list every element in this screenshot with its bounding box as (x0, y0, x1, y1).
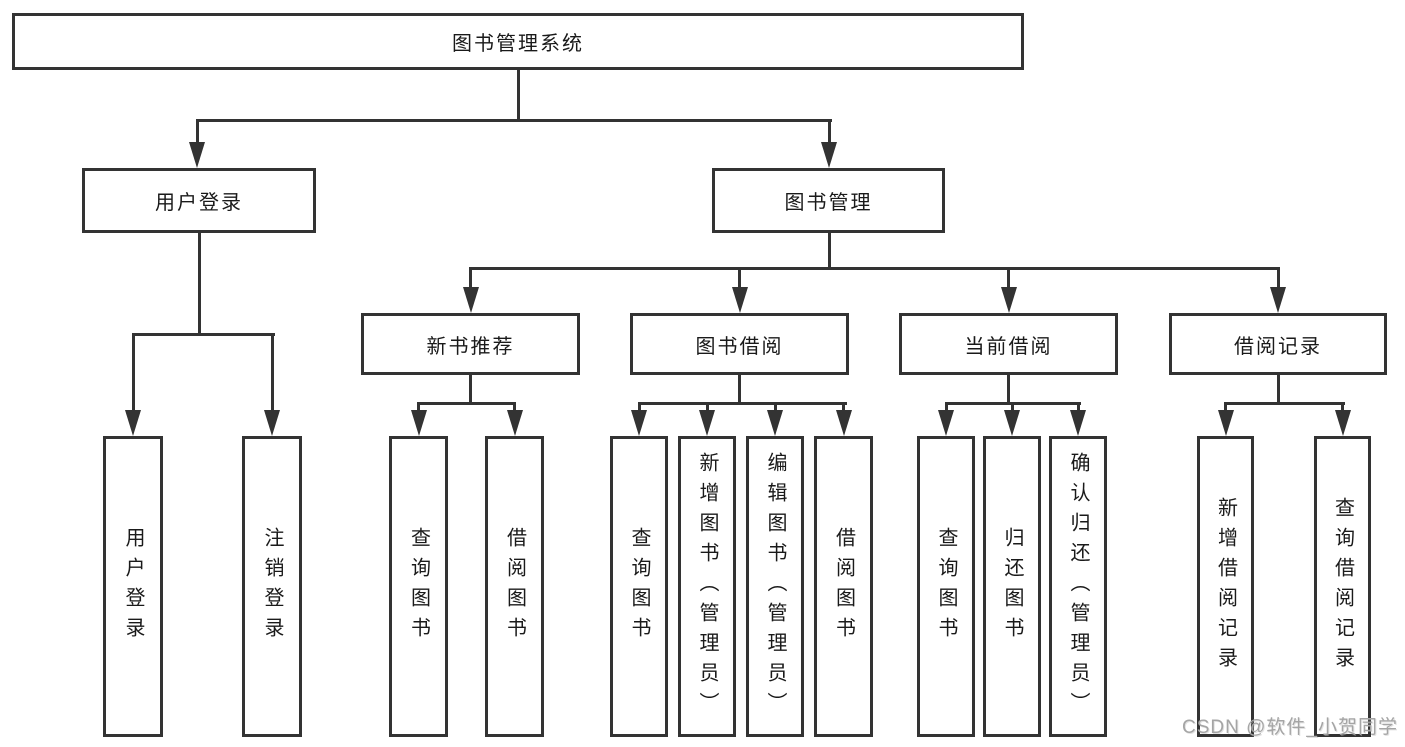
connector-vline (197, 233, 201, 334)
arrowhead-down-icon (767, 410, 783, 436)
leaf-recommend-borrow-books-label: 借阅图书 (503, 526, 526, 647)
leaf-current-query-books-label: 查询图书 (935, 526, 957, 647)
connector-vline (469, 267, 472, 289)
connector-vline (1007, 375, 1010, 403)
node-book-management: 图书管理 (712, 168, 945, 233)
leaf-logout: 注销登录 (242, 436, 302, 737)
connector-vline (705, 402, 709, 412)
leaf-edit-books-admin-label: 编辑图书（管理员） (764, 451, 786, 722)
connector-hline (195, 119, 832, 122)
connector-vline (195, 119, 199, 145)
connector-vline (1076, 402, 1080, 412)
arrowhead-down-icon (506, 410, 523, 436)
node-current-borrowing-label: 当前借阅 (964, 335, 1053, 358)
node-book-management-label: 图书管理 (784, 192, 873, 214)
leaf-add-books-admin: 新增图书（管理员） (678, 436, 736, 737)
leaf-borrow-books-label: 借阅图书 (832, 526, 855, 647)
connector-vline (842, 402, 845, 412)
leaf-borrow-books: 借阅图书 (814, 436, 873, 737)
connector-vline (827, 119, 831, 145)
connector-vline (270, 333, 274, 411)
arrowhead-down-icon (410, 410, 427, 436)
connector-hline (1224, 402, 1345, 405)
leaf-borrowing-query-books-label: 查询图书 (628, 526, 650, 647)
leaf-confirm-return-admin-label: 确认归还（管理员） (1067, 451, 1089, 722)
connector-vline (738, 267, 741, 289)
node-user-login: 用户登录 (82, 168, 316, 233)
node-user-login-label: 用户登录 (155, 192, 243, 214)
connector-vline (1276, 375, 1280, 403)
connector-vline (827, 233, 831, 268)
arrowhead-down-icon (264, 410, 280, 436)
connector-vline (1007, 267, 1010, 289)
connector-vline (1224, 402, 1227, 412)
arrowhead-down-icon (699, 410, 715, 436)
leaf-current-query-books: 查询图书 (917, 436, 975, 737)
connector-vline (131, 333, 135, 411)
arrowhead-down-icon (1334, 410, 1351, 436)
leaf-query-borrow-record-label: 查询借阅记录 (1331, 496, 1354, 677)
node-current-borrowing: 当前借阅 (899, 313, 1118, 375)
node-library-system-label: 图书管理系统 (452, 33, 584, 55)
node-book-borrowing: 图书借阅 (630, 313, 849, 375)
leaf-confirm-return-admin: 确认归还（管理员） (1049, 436, 1107, 737)
leaf-recommend-query-books: 查询图书 (389, 436, 448, 737)
connector-vline (417, 402, 420, 412)
arrowhead-down-icon (938, 410, 954, 436)
arrowhead-down-icon (1070, 410, 1086, 436)
arrowhead-down-icon (731, 287, 748, 313)
node-book-borrowing-label: 图书借阅 (695, 335, 784, 358)
connector-hline (131, 333, 275, 336)
arrowhead-down-icon (462, 287, 479, 313)
arrowhead-down-icon (1270, 287, 1286, 313)
leaf-recommend-query-books-label: 查询图书 (407, 526, 430, 647)
connector-vline (513, 402, 516, 412)
connector-vline (1010, 402, 1014, 412)
connector-vline (738, 375, 741, 403)
arrowhead-down-icon (189, 142, 205, 168)
leaf-recommend-borrow-books: 借阅图书 (485, 436, 544, 737)
connector-vline (944, 402, 948, 412)
connector-vline (516, 70, 520, 120)
csdn-watermark: CSDN @软件_小贺同学 (1182, 717, 1398, 738)
connector-hline (417, 402, 516, 405)
leaf-user-login: 用户登录 (103, 436, 163, 737)
leaf-borrowing-query-books: 查询图书 (610, 436, 668, 737)
leaf-return-books-label: 归还图书 (1001, 526, 1023, 647)
arrowhead-down-icon (835, 410, 852, 436)
connector-vline (1276, 267, 1280, 289)
connector-vline (773, 402, 777, 412)
connector-vline (637, 402, 641, 412)
leaf-user-login-label: 用户登录 (122, 526, 144, 647)
connector-hline (637, 402, 847, 405)
leaf-add-borrow-record: 新增借阅记录 (1197, 436, 1254, 737)
node-new-book-recommend: 新书推荐 (361, 313, 580, 375)
connector-vline (1341, 402, 1344, 412)
arrowhead-down-icon (821, 142, 837, 168)
arrowhead-down-icon (1000, 287, 1017, 313)
node-new-book-recommend-label: 新书推荐 (426, 335, 515, 358)
leaf-return-books: 归还图书 (983, 436, 1041, 737)
node-borrow-records: 借阅记录 (1169, 313, 1387, 375)
node-borrow-records-label: 借阅记录 (1234, 335, 1322, 358)
arrowhead-down-icon (1217, 410, 1234, 436)
leaf-query-borrow-record: 查询借阅记录 (1314, 436, 1371, 737)
arrowhead-down-icon (631, 410, 647, 436)
leaf-add-borrow-record-label: 新增借阅记录 (1214, 496, 1237, 677)
leaf-edit-books-admin: 编辑图书（管理员） (746, 436, 804, 737)
arrowhead-down-icon (125, 410, 141, 436)
connector-vline (469, 375, 472, 403)
leaf-logout-label: 注销登录 (261, 526, 283, 647)
node-library-system: 图书管理系统 (12, 13, 1024, 70)
arrowhead-down-icon (1004, 410, 1020, 436)
connector-hline (469, 267, 1280, 270)
leaf-add-books-admin-label: 新增图书（管理员） (696, 451, 718, 722)
